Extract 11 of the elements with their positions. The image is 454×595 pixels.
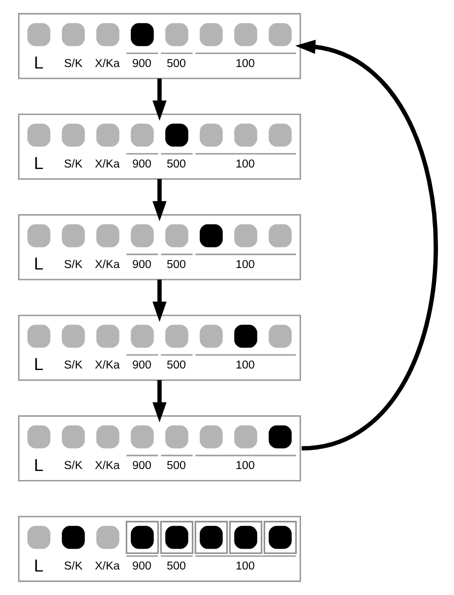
node-box: L S/K X/Ka 900 500 100 (18, 114, 301, 180)
arrow (152, 78, 166, 121)
node-box: L S/K X/Ka 900 500 100 (18, 314, 301, 381)
arrow (152, 179, 166, 222)
node-box: L S/K X/Ka 900 500 100 (18, 415, 301, 482)
node-box: L S/K X/Ka 900 500 100 (18, 13, 301, 80)
arrow (152, 380, 166, 422)
node-box: L S/K X/Ka 900 500 100 (18, 214, 301, 280)
arrow (294, 40, 438, 450)
node-box: L S/K X/Ka 900 500 100 (18, 516, 301, 582)
arrow (152, 280, 166, 322)
